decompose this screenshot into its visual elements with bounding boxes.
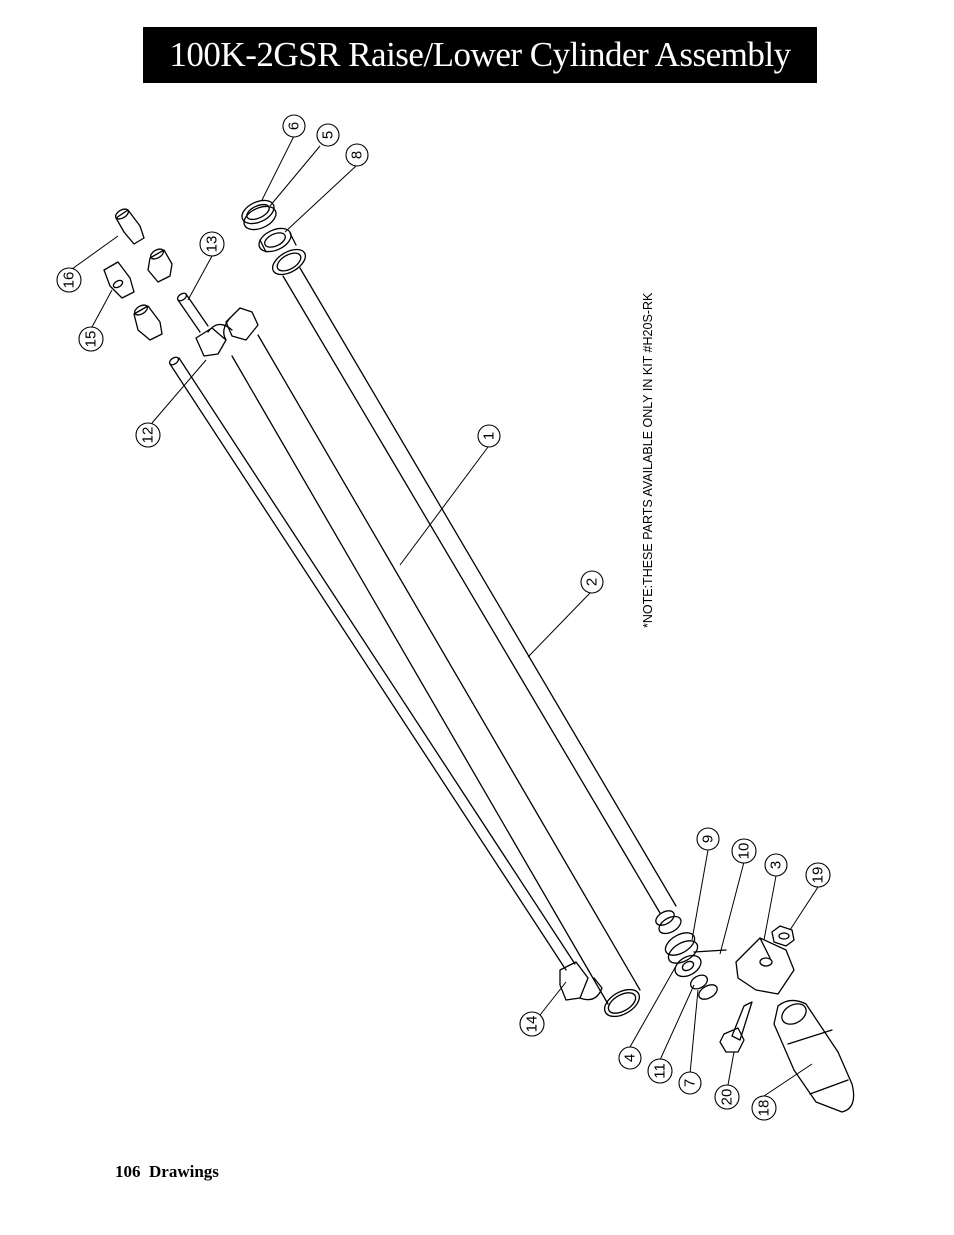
page-title: 100K-2GSR Raise/Lower Cylinder Assembly — [143, 27, 817, 83]
cylinder-barrel-part — [223, 307, 641, 1018]
callout-5: 5 — [316, 123, 340, 147]
callout-15: 15 — [78, 326, 104, 352]
callout-18: 18 — [751, 1095, 777, 1121]
callout-1: 1 — [477, 424, 501, 448]
callout-12: 12 — [135, 422, 161, 448]
svg-text:16: 16 — [61, 272, 78, 289]
clevis-eye-part — [773, 999, 855, 1113]
callout-13: 13 — [199, 231, 225, 257]
callout-7: 7 — [678, 1071, 702, 1095]
rod-end-hardware-part — [664, 932, 727, 1000]
svg-text:12: 12 — [140, 427, 157, 444]
page-footer: 106 Drawings — [115, 1162, 219, 1181]
svg-text:19: 19 — [810, 867, 827, 884]
callout-10: 10 — [731, 838, 757, 864]
svg-text:7: 7 — [682, 1079, 699, 1087]
cylinder-rod-part — [271, 248, 682, 935]
svg-text:18: 18 — [756, 1100, 773, 1117]
leader-lines — [71, 135, 819, 1097]
callout-balloons: 1 2 3 4 5 6 7 8 — [56, 114, 831, 1121]
callout-11: 11 — [647, 1058, 673, 1084]
svg-text:15: 15 — [83, 331, 100, 348]
svg-text:4: 4 — [622, 1054, 639, 1062]
svg-text:3: 3 — [768, 861, 785, 869]
callout-4: 4 — [618, 1046, 642, 1070]
svg-text:8: 8 — [349, 151, 366, 159]
svg-text:11: 11 — [652, 1063, 669, 1079]
svg-text:10: 10 — [736, 843, 753, 860]
kit-note: *NOTE:THESE PARTS AVAILABLE ONLY IN KIT … — [641, 292, 655, 628]
seal-rings-part — [241, 199, 297, 253]
callout-3: 3 — [764, 853, 788, 877]
nut-part — [771, 925, 795, 947]
svg-text:9: 9 — [700, 835, 717, 843]
svg-text:14: 14 — [524, 1016, 541, 1033]
callout-14: 14 — [519, 1011, 545, 1037]
callout-6: 6 — [282, 114, 306, 138]
svg-text:13: 13 — [204, 236, 221, 253]
callout-20: 20 — [714, 1084, 740, 1110]
short-tube-part — [176, 292, 209, 333]
callout-2: 2 — [580, 570, 604, 594]
svg-text:5: 5 — [320, 131, 337, 139]
bolt-part — [719, 1001, 753, 1053]
callout-8: 8 — [345, 143, 369, 167]
svg-text:6: 6 — [286, 122, 303, 130]
callout-16: 16 — [56, 267, 82, 293]
hydraulic-tube-part — [168, 323, 603, 1001]
svg-text:20: 20 — [719, 1089, 736, 1106]
svg-text:1: 1 — [481, 432, 498, 440]
fittings-part — [103, 208, 173, 341]
callout-9: 9 — [696, 827, 720, 851]
svg-text:2: 2 — [584, 578, 601, 586]
callout-19: 19 — [805, 862, 831, 888]
